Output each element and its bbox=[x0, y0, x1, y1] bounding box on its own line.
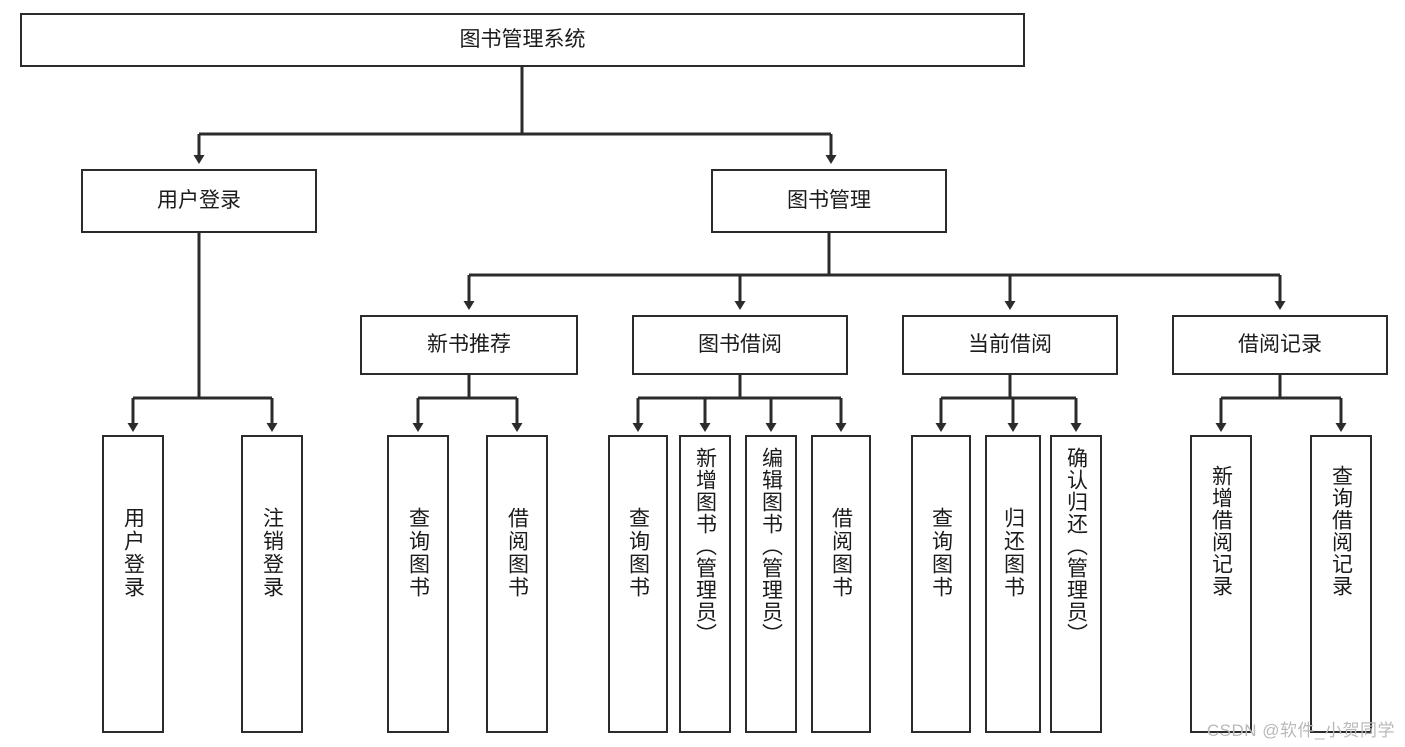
node-leaf-logout-login-label: 注销登录 bbox=[260, 507, 284, 599]
node-borrow-record-label: 借阅记录 bbox=[1238, 332, 1322, 356]
node-root-label: 图书管理系统 bbox=[459, 27, 586, 51]
node-book-management-label: 图书管理 bbox=[787, 188, 871, 212]
node-leaf-query-book-2[interactable]: 查询图书 bbox=[608, 435, 668, 733]
node-leaf-return-book-label: 归还图书 bbox=[1001, 507, 1025, 599]
node-leaf-query-borrow-record[interactable]: 查询借阅记录 bbox=[1310, 435, 1372, 733]
node-leaf-confirm-return-admin[interactable]: 确认归还（管理员） bbox=[1050, 435, 1102, 733]
node-leaf-user-login-label: 用户登录 bbox=[121, 507, 145, 599]
node-leaf-add-book-admin-label: 新增图书（管理员） bbox=[693, 447, 717, 645]
node-borrow-record[interactable]: 借阅记录 bbox=[1172, 315, 1388, 375]
node-leaf-query-book-3[interactable]: 查询图书 bbox=[911, 435, 971, 733]
node-leaf-user-login[interactable]: 用户登录 bbox=[102, 435, 164, 733]
node-leaf-query-book-1-label: 查询图书 bbox=[406, 507, 430, 599]
csdn-watermark: CSDN @软件_小贺同学 bbox=[1206, 721, 1395, 740]
node-leaf-borrow-book-2[interactable]: 借阅图书 bbox=[811, 435, 871, 733]
node-leaf-borrow-book-1-label: 借阅图书 bbox=[505, 507, 529, 599]
node-leaf-borrow-book-2-label: 借阅图书 bbox=[829, 507, 853, 599]
node-leaf-borrow-book-1[interactable]: 借阅图书 bbox=[486, 435, 548, 733]
node-leaf-add-borrow-record[interactable]: 新增借阅记录 bbox=[1190, 435, 1252, 733]
node-leaf-query-book-2-label: 查询图书 bbox=[626, 507, 650, 599]
node-book-borrow-label: 图书借阅 bbox=[698, 332, 782, 356]
node-leaf-query-borrow-record-label: 查询借阅记录 bbox=[1329, 465, 1353, 597]
node-leaf-confirm-return-admin-label: 确认归还（管理员） bbox=[1064, 447, 1088, 645]
node-leaf-edit-book-admin[interactable]: 编辑图书（管理员） bbox=[745, 435, 797, 733]
node-new-book-recommend-label: 新书推荐 bbox=[427, 332, 511, 356]
node-current-borrow[interactable]: 当前借阅 bbox=[902, 315, 1118, 375]
node-leaf-add-borrow-record-label: 新增借阅记录 bbox=[1209, 465, 1233, 597]
node-book-borrow[interactable]: 图书借阅 bbox=[632, 315, 848, 375]
node-leaf-query-book-3-label: 查询图书 bbox=[929, 507, 953, 599]
node-leaf-query-book-1[interactable]: 查询图书 bbox=[387, 435, 449, 733]
node-book-management[interactable]: 图书管理 bbox=[711, 169, 947, 233]
node-current-borrow-label: 当前借阅 bbox=[968, 332, 1052, 356]
node-new-book-recommend[interactable]: 新书推荐 bbox=[360, 315, 578, 375]
node-root[interactable]: 图书管理系统 bbox=[20, 13, 1025, 67]
node-user-login-label: 用户登录 bbox=[157, 188, 241, 212]
node-leaf-return-book[interactable]: 归还图书 bbox=[985, 435, 1041, 733]
node-leaf-add-book-admin[interactable]: 新增图书（管理员） bbox=[679, 435, 731, 733]
node-leaf-logout-login[interactable]: 注销登录 bbox=[241, 435, 303, 733]
node-user-login[interactable]: 用户登录 bbox=[81, 169, 317, 233]
node-leaf-edit-book-admin-label: 编辑图书（管理员） bbox=[759, 447, 783, 645]
